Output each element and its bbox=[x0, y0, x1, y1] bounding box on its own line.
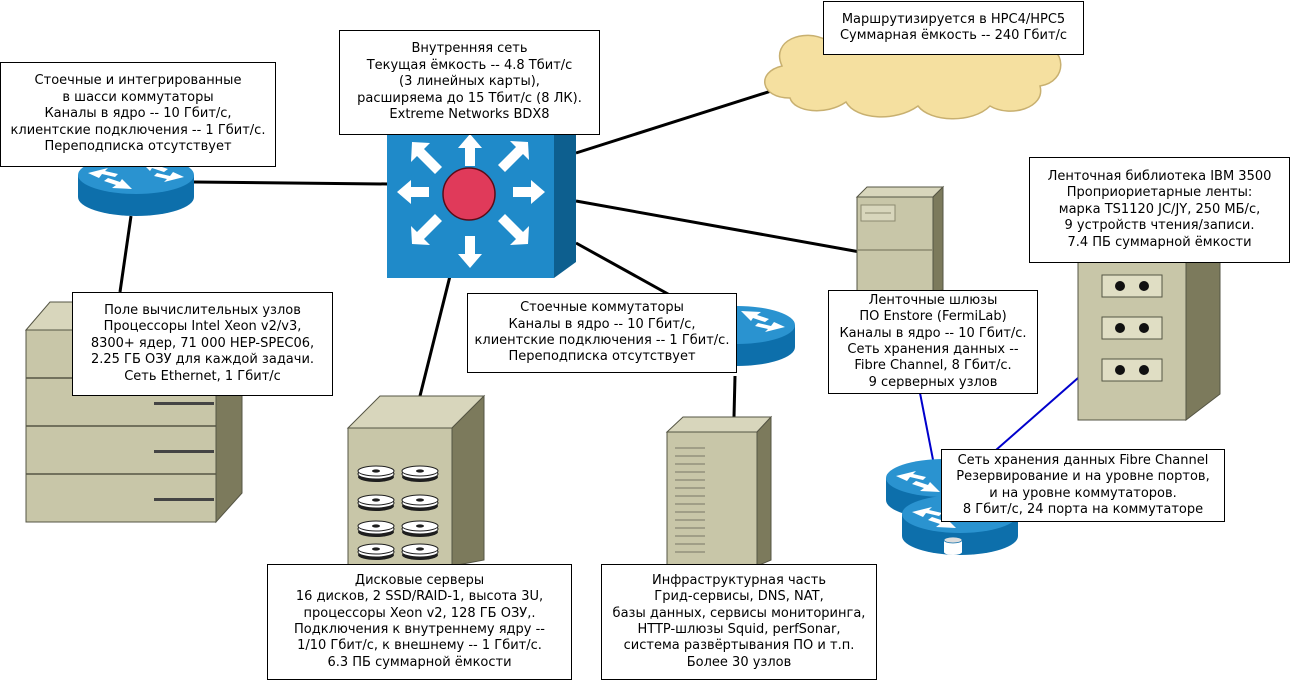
san-links bbox=[919, 377, 1079, 471]
compute-nodes-label: Поле вычислительных узлов Процессоры Int… bbox=[72, 292, 333, 396]
tape-gw-line-1: Ленточные шлюзы bbox=[868, 292, 998, 308]
compute-line-4: 2.25 ГБ ОЗУ для каждой задачи. bbox=[90, 352, 315, 368]
disk-server-icon bbox=[346, 394, 486, 567]
wan-line-2: Суммарная ёмкость -- 240 Гбит/с bbox=[839, 28, 1068, 43]
tape-lib-line-1: Ленточная библиотека IBM 3500 bbox=[1047, 168, 1272, 184]
compute-line-3: 8300+ ядер, 71 000 HEP-SPEC06, bbox=[90, 335, 315, 351]
wan-line-1: Маршрутизируется в HPC4/HPC5 bbox=[841, 11, 1066, 27]
tor-switches-label: Стоечные коммутаторы Каналы в ядро -- 10… bbox=[467, 293, 737, 373]
disk-line-2: 16 дисков, 2 SSD/RAID-1, высота 3U, bbox=[295, 589, 544, 605]
rack-switches-line-4: клиентские подключения -- 1 Гбит/с. bbox=[10, 122, 266, 138]
san-switch-icon bbox=[886, 459, 1018, 555]
tape-lib-line-5: 7.4 ПБ суммарной ёмкости bbox=[1067, 234, 1252, 250]
tape-gw-line-2: ПО Enstore (FermiLab) bbox=[859, 309, 1007, 325]
tor-line-1: Стоечные коммутаторы bbox=[520, 300, 684, 316]
tor-line-3: клиентские подключения -- 1 Гбит/с. bbox=[474, 333, 730, 348]
infrastructure-server-icon bbox=[665, 415, 773, 567]
link-gw-san bbox=[919, 392, 936, 471]
link-tor-infra bbox=[732, 375, 737, 418]
san-line-3: и на уровне коммутаторов. bbox=[989, 485, 1177, 501]
tape-gw-line-4: Сеть хранения данных -- bbox=[847, 342, 1019, 357]
infra-line-2: Грид-сервисы, DNS, NAT, bbox=[654, 589, 824, 605]
wan-label: Маршрутизируется в HPC4/HPC5 Суммарная ё… bbox=[823, 1, 1084, 55]
infra-line-6: Более 30 узлов bbox=[686, 654, 792, 670]
core-network-line-5: Extreme Networks BDX8 bbox=[389, 107, 550, 123]
disk-line-4: Подключения к внутреннему ядру -- bbox=[294, 622, 545, 637]
disk-servers-label: Дисковые серверы 16 дисков, 2 SSD/RAID-1… bbox=[267, 564, 572, 680]
core-network-label: Внутренняя сеть Текущая ёмкость -- 4.8 Т… bbox=[339, 30, 600, 135]
rack-switches-label: Стоечные и интегрированные в шасси комму… bbox=[0, 62, 276, 167]
disk-line-1: Дисковые серверы bbox=[354, 572, 485, 588]
core-network-line-1: Внутренняя сеть bbox=[411, 41, 528, 57]
tape-library-label: Ленточная библиотека IBM 3500 Проприорие… bbox=[1029, 157, 1290, 263]
tape-library-icon bbox=[1077, 234, 1221, 422]
rack-switches-line-1: Стоечные и интегрированные bbox=[34, 73, 242, 89]
core-network-line-4: расширяема до 15 Тбит/с (8 ЛК). bbox=[357, 90, 582, 106]
tape-gw-line-3: Каналы в ядро -- 10 Гбит/с. bbox=[839, 325, 1027, 341]
link-core-wan bbox=[575, 83, 791, 155]
san-line-4: 8 Гбит/с, 24 порта на коммутаторе bbox=[962, 501, 1204, 517]
tape-gw-line-5: Fibre Channel, 8 Гбит/с. bbox=[854, 358, 1012, 374]
infra-line-5: система развёртывания ПО и т.п. bbox=[623, 638, 855, 654]
infrastructure-label: Инфраструктурная часть Грид-сервисы, DNS… bbox=[601, 564, 877, 680]
disk-line-3: процессоры Xeon v2, 128 ГБ ОЗУ,. bbox=[303, 605, 536, 621]
rack-switches-line-2: в шасси коммутаторы bbox=[62, 89, 214, 105]
rack-switches-line-3: Каналы в ядро -- 10 Гбит/с, bbox=[44, 106, 232, 122]
tape-lib-line-3: марка TS1120 JC/JY, 250 МБ/с, bbox=[1058, 201, 1261, 217]
san-label: Сеть хранения данных Fibre Channel Резер… bbox=[941, 449, 1225, 522]
connection-lines bbox=[118, 83, 861, 418]
core-network-line-2: Текущая ёмкость -- 4.8 Тбит/с bbox=[366, 57, 573, 73]
san-line-2: Резервирование и на уровне портов, bbox=[956, 469, 1210, 485]
tape-gateway-server-icon bbox=[855, 185, 945, 294]
tape-gw-line-6: 9 серверных узлов bbox=[868, 374, 998, 390]
link-library-san bbox=[995, 377, 1079, 451]
san-line-1: Сеть хранения данных Fibre Channel bbox=[957, 452, 1209, 468]
tor-line-2: Каналы в ядро -- 10 Гбит/с, bbox=[508, 316, 696, 332]
disk-line-5: 1/10 Гбит/с, к внешнему -- 1 Гбит/с. bbox=[297, 638, 542, 654]
link-core-tape-gw bbox=[575, 199, 861, 254]
infra-line-1: Инфраструктурная часть bbox=[651, 572, 827, 588]
compute-line-5: Сеть Ethernet, 1 Гбит/с bbox=[124, 368, 281, 384]
infra-line-3: базы данных, сервисы мониторинга, bbox=[612, 605, 866, 621]
core-network-line-3: (3 линейных карты), bbox=[399, 74, 540, 90]
link-core-rack-router bbox=[193, 180, 389, 186]
compute-line-2: Процессоры Intel Xeon v2/v3, bbox=[103, 319, 302, 335]
infra-line-4: HTTP-шлюзы Squid, perfSonar, bbox=[637, 622, 841, 637]
tape-gateways-label: Ленточные шлюзы ПО Enstore (FermiLab) Ка… bbox=[828, 290, 1038, 394]
layer3-switch-icon bbox=[387, 118, 576, 278]
tape-lib-line-4: 9 устройств чтения/записи. bbox=[1064, 218, 1255, 234]
rack-switches-line-5: Переподписка отсутствует bbox=[44, 139, 232, 155]
tape-lib-line-2: Проприориетарные ленты: bbox=[1066, 185, 1253, 201]
compute-line-1: Поле вычислительных узлов bbox=[104, 302, 301, 318]
link-core-disk bbox=[418, 275, 452, 397]
disk-line-6: 6.3 ПБ суммарной ёмкости bbox=[327, 654, 512, 670]
link-rack-router-compute bbox=[118, 215, 133, 293]
tor-line-4: Переподписка отсутствует bbox=[508, 349, 696, 365]
